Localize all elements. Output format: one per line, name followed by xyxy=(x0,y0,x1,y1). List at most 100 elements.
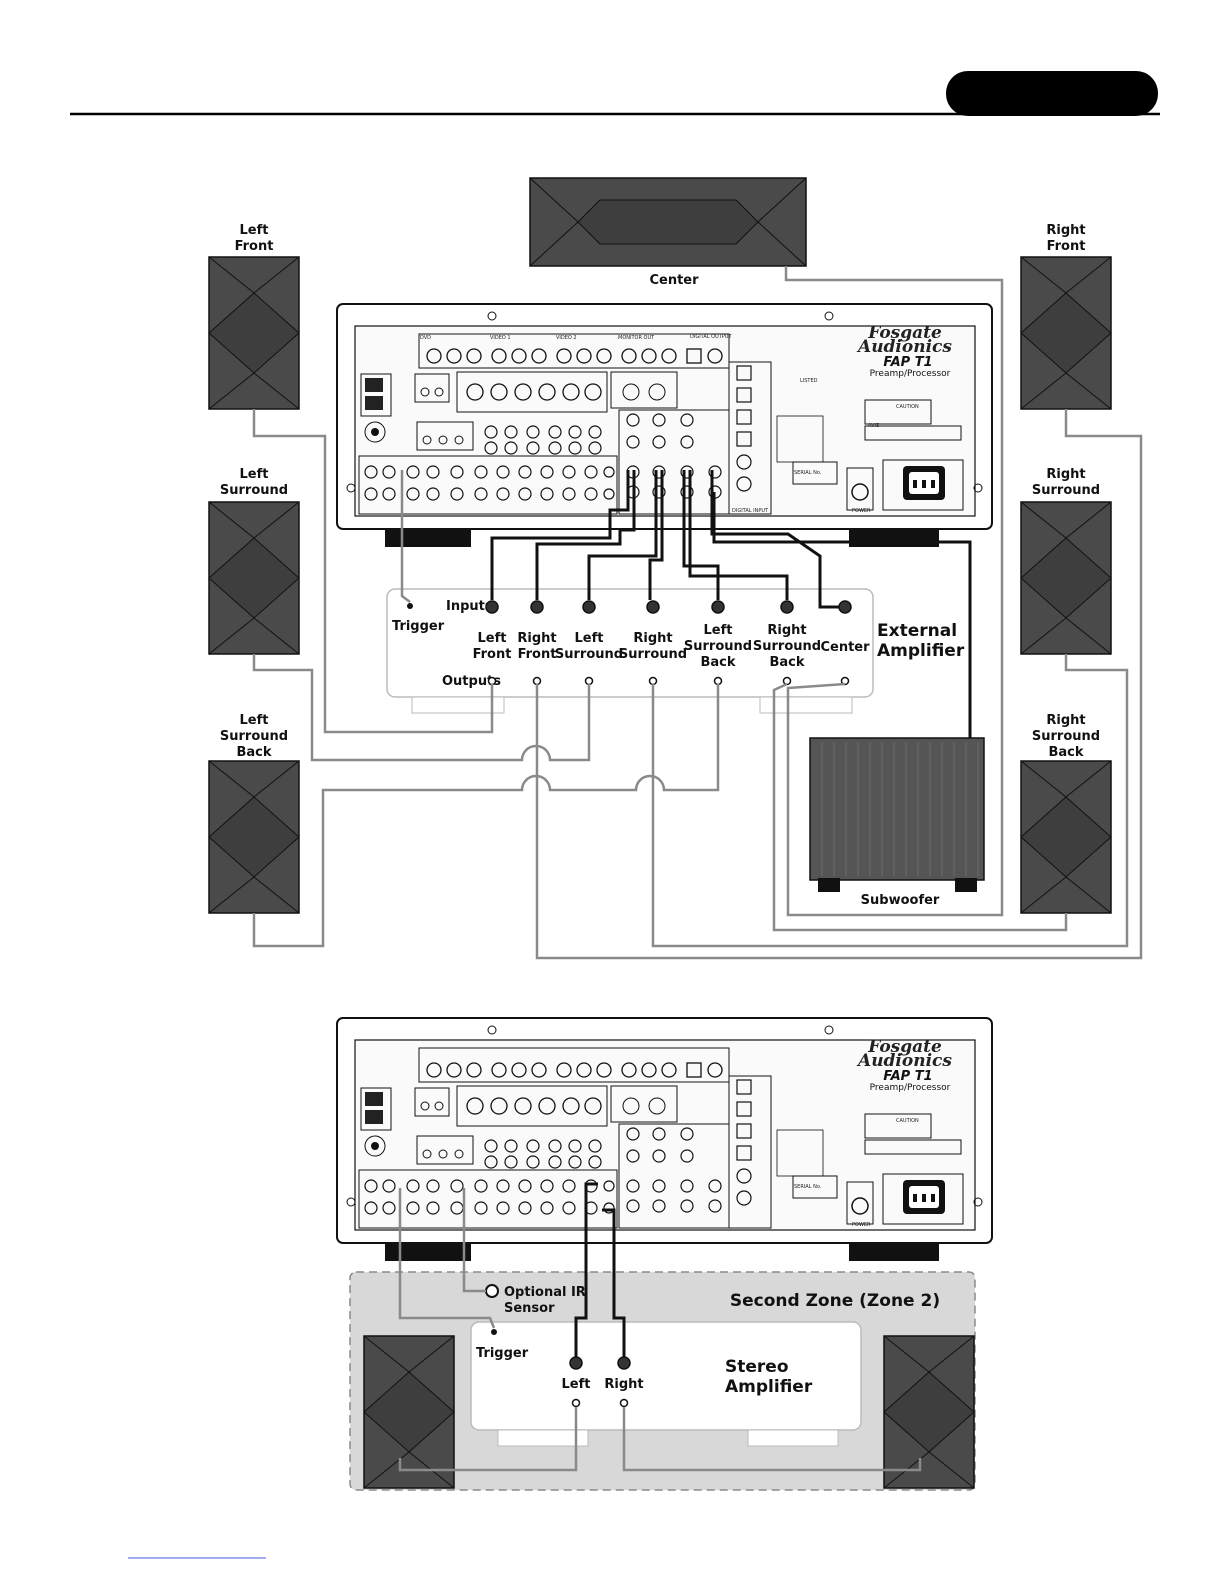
right-front-speaker xyxy=(1020,256,1112,410)
amp-channel-center: Center xyxy=(820,640,870,655)
avis-label: AVIS xyxy=(868,423,879,429)
digital-input-label: DIGITAL INPUT xyxy=(732,508,769,514)
label-line: Back xyxy=(1048,745,1083,760)
zone2-serial-label: SERIAL No. xyxy=(794,1184,822,1190)
model-subtitle: Preamp/Processor xyxy=(870,369,951,379)
label-line: Back xyxy=(769,655,804,670)
center-speaker xyxy=(529,177,807,267)
zone2-trigger-jack xyxy=(491,1329,497,1335)
label-line: Right xyxy=(517,631,556,646)
digital-output-label: DIGITAL OUTPUT xyxy=(690,334,732,340)
zone2-title: Second Zone (Zone 2) xyxy=(730,1291,940,1311)
right-surround-speaker xyxy=(1020,501,1112,655)
zone2-model-subtitle: Preamp/Processor xyxy=(870,1083,951,1093)
stereo-amp-left-label: Left xyxy=(562,1377,591,1392)
label-line: External xyxy=(877,621,957,641)
video-jack-dvd: DVD xyxy=(420,335,431,341)
label-line: Right xyxy=(1046,467,1085,482)
zone2-trigger-cable xyxy=(398,1188,496,1329)
label-line: Left xyxy=(240,223,269,238)
label-line: Right xyxy=(1046,713,1085,728)
interconnect-cables xyxy=(490,470,972,740)
amp-output-terminals xyxy=(487,676,850,686)
label-line: Left xyxy=(240,467,269,482)
label-line: Amplifier xyxy=(725,1377,813,1397)
zone2-trigger-label: Trigger xyxy=(476,1346,529,1361)
zone2-caution-label: CAUTION xyxy=(896,1118,919,1124)
amp-trigger-jack xyxy=(407,603,413,609)
label-line: Surround xyxy=(619,647,687,662)
label-line: Right xyxy=(633,631,672,646)
stereo-amplifier xyxy=(470,1321,862,1431)
label-line: Surround xyxy=(1032,483,1100,498)
ul-listed: LISTED xyxy=(800,378,818,384)
label-line: Right xyxy=(767,623,806,638)
label-line: Front xyxy=(473,647,512,662)
label-line: Front xyxy=(235,239,274,254)
video-jack-monitor: MONITOR OUT xyxy=(618,335,655,341)
ir-sensor-cable xyxy=(462,1188,486,1293)
label-line: Center xyxy=(820,640,870,655)
video-jack-video2: VIDEO 2 xyxy=(556,335,577,341)
label-line: Optional IR xyxy=(504,1285,586,1300)
label-line: Surround xyxy=(220,483,288,498)
right-surround-back-speaker xyxy=(1020,760,1112,914)
model-name: FAP T1 xyxy=(883,355,932,370)
stereo-amp-right-output xyxy=(619,1398,629,1408)
zone2-power-label: POWER xyxy=(852,1222,871,1228)
serial-label: SERIAL No. xyxy=(794,470,822,476)
zone2-audio-cables xyxy=(574,1182,626,1357)
left-surround-back-speaker xyxy=(208,760,300,914)
center-label: Center xyxy=(649,273,699,288)
subwoofer-label: Subwoofer xyxy=(861,893,940,908)
stereo-amp-right-input xyxy=(617,1356,631,1370)
stereo-amp-left-output xyxy=(571,1398,581,1408)
label-line: Right xyxy=(1046,223,1085,238)
label-line: Left xyxy=(240,713,269,728)
video-jack-video1: VIDEO 1 xyxy=(490,335,511,341)
amp-inputs-label: Inputs xyxy=(446,599,493,614)
amp-trigger-label: Trigger xyxy=(392,619,445,634)
zone2-brand-line1: Fosgate xyxy=(867,1037,942,1057)
label-line: Surround xyxy=(220,729,288,744)
label-line: Surround xyxy=(1032,729,1100,744)
brand-name-line1: Fosgate xyxy=(867,323,942,343)
label-line: Surround xyxy=(555,647,623,662)
speaker-wires xyxy=(252,266,1143,960)
label-line: Left xyxy=(575,631,604,646)
trigger-cable xyxy=(400,470,411,603)
left-front-speaker xyxy=(208,256,300,410)
label-line: Back xyxy=(236,745,271,760)
label-line: Surround xyxy=(753,639,821,654)
label-line: Left xyxy=(478,631,507,646)
label-line: Stereo xyxy=(725,1357,789,1377)
label-line: Front xyxy=(1047,239,1086,254)
amp-foot-left xyxy=(411,696,505,714)
stereo-amp-foot-right xyxy=(747,1429,839,1447)
ir-sensor-icon xyxy=(485,1284,499,1298)
amp-input-jacks xyxy=(485,600,852,614)
label-line: Front xyxy=(518,647,557,662)
subwoofer xyxy=(809,737,985,892)
external-amplifier xyxy=(386,588,874,698)
zone2-right-speaker xyxy=(883,1335,975,1489)
page-tab xyxy=(946,71,1158,116)
zone2-speaker-wires xyxy=(398,1407,922,1472)
zone2-left-speaker xyxy=(363,1335,455,1489)
